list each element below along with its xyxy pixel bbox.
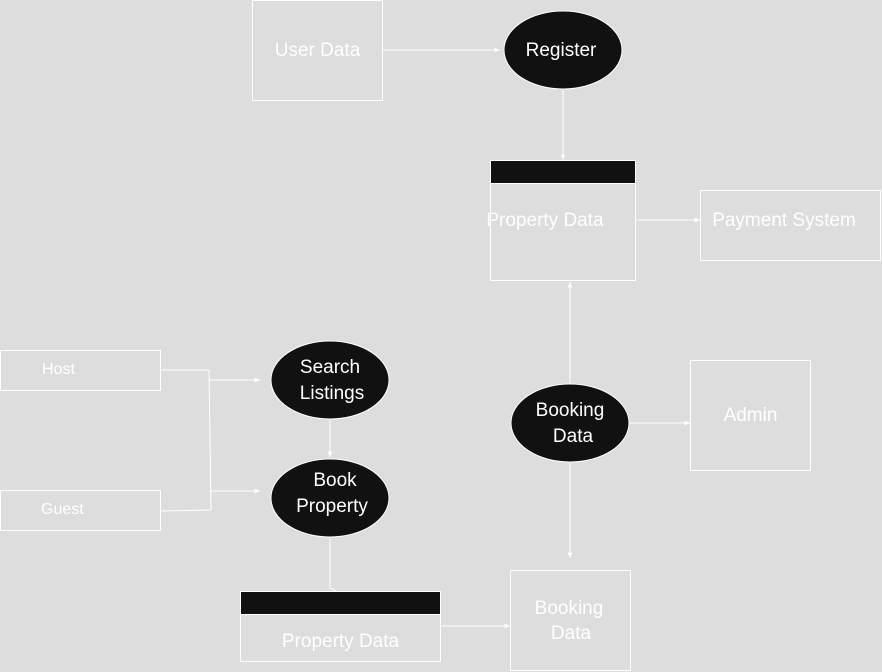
- store-header-bar: [240, 591, 441, 615]
- store-header-bar: [490, 160, 636, 184]
- store-property-data-bottom: Property Data: [240, 591, 441, 662]
- entity-booking-data-label-line2: Data: [551, 623, 592, 644]
- entity-host: Host: [0, 350, 161, 391]
- connectors: [160, 47, 700, 629]
- entity-user-data: User Data: [252, 0, 383, 101]
- process-book-property-label-line1: Book: [313, 470, 357, 491]
- process-search-listings: Search Listings: [270, 340, 390, 420]
- entity-booking-data: Booking Data: [510, 570, 631, 671]
- process-book-property: Book Property: [270, 458, 390, 538]
- store-property-data-top: Property Data: [486, 160, 636, 281]
- entity-payment-system-label: Payment System: [712, 210, 856, 231]
- entity-booking-data-label-line1: Booking: [535, 598, 604, 619]
- store-property-data-top-label: Property Data: [486, 210, 604, 231]
- entity-user-data-label: User Data: [275, 40, 361, 61]
- entity-admin: Admin: [690, 360, 811, 471]
- process-booking-data-label-line2: Data: [553, 426, 594, 447]
- process-booking-data-label-line1: Booking: [536, 400, 605, 421]
- entity-admin-label: Admin: [724, 405, 778, 426]
- process-search-listings-label-line2: Listings: [300, 383, 364, 404]
- process-register: Register: [503, 10, 623, 90]
- entity-host-label: Host: [42, 361, 75, 378]
- store-property-data-bottom-label: Property Data: [282, 631, 400, 652]
- entity-guest: Guest: [0, 490, 161, 531]
- process-booking-data: Booking Data: [510, 383, 630, 463]
- process-book-property-label-line2: Property: [296, 496, 368, 517]
- flow-host-junction: [160, 369, 212, 512]
- process-search-listings-label-line1: Search: [300, 357, 360, 378]
- process-register-label: Register: [526, 40, 597, 61]
- entity-guest-label: Guest: [41, 501, 84, 518]
- flow-book-to-property-data: [329, 538, 341, 594]
- entity-payment-system: Payment System: [700, 190, 881, 261]
